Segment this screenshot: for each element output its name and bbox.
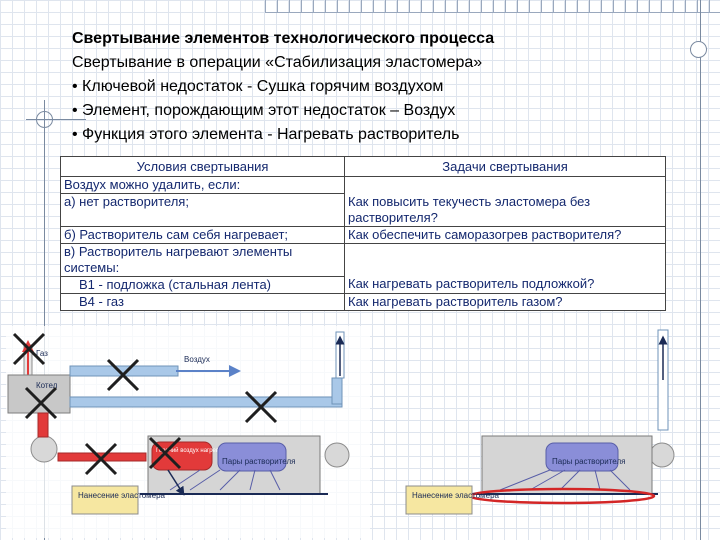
bullet-1: • Ключевой недостаток - Сушка горячим во… <box>72 78 444 95</box>
row-2-task: Как обеспечить саморазогрев растворителя… <box>344 226 666 244</box>
hot-air-duct <box>69 396 343 408</box>
row-4-condition: В1 - подложка (стальная лента) <box>60 276 345 294</box>
left-margin-ring <box>36 111 53 128</box>
cross-air <box>106 358 140 392</box>
table-row: Воздух можно удалить, если: <box>60 176 666 194</box>
applying-label: Нанесение эластомера <box>78 491 166 500</box>
bullet-3: • Функция этого элемента - Нагревать рас… <box>72 126 460 143</box>
row-5-condition: В4 - газ <box>60 293 345 311</box>
conditions-table: Условия свертывания Задачи свертывания В… <box>60 156 666 311</box>
vapor-cloud <box>217 442 287 472</box>
gas-label: Газ <box>36 349 48 358</box>
slide-subtitle: Свертывание в операции «Стабилизация эла… <box>72 54 483 71</box>
right-vapors-label: Пары растворителя <box>552 457 625 466</box>
table-row: В1 - подложка (стальная лента) Как нагре… <box>60 276 666 294</box>
right-margin-ring <box>690 41 707 58</box>
top-ruler-decoration <box>265 0 720 13</box>
row-3-condition: в) Растворитель нагревают элементы систе… <box>60 243 345 277</box>
right-vapor-cloud <box>545 442 619 472</box>
cross-marks <box>12 332 278 476</box>
table-row: б) Растворитель сам себя нагревает; Как … <box>60 226 666 244</box>
header-conditions: Условия свертывания <box>60 156 345 177</box>
vapor-lines <box>169 469 281 491</box>
bullet-2: • Элемент, порождающим этот недостаток –… <box>72 102 456 119</box>
air-label: Воздух <box>184 355 210 364</box>
boiler-label: Котел <box>36 381 58 390</box>
row-5-task: Как нагревать растворитель газом? <box>344 293 666 311</box>
cross-feed <box>84 442 118 476</box>
vapors-label: Пары растворителя <box>222 457 295 466</box>
fan-left <box>30 435 58 463</box>
cross-duct <box>244 390 278 424</box>
right-margin-line <box>700 0 701 540</box>
cross-hot-air <box>148 436 182 470</box>
table-header-row: Условия свертывания Задачи свертывания <box>60 156 666 177</box>
right-vapor-lines <box>499 469 631 491</box>
right-applicator-box <box>405 485 473 515</box>
table-row: В4 - газ Как нагревать растворитель газо… <box>60 293 666 311</box>
header-tasks: Задачи свертывания <box>344 156 666 177</box>
slide-title: Свертывание элементов технологического п… <box>72 30 495 47</box>
applicator-box <box>71 485 139 515</box>
hot-air-label: Горячий воздух нагревает растворитель <box>156 447 268 454</box>
row-0-condition: Воздух можно удалить, если: <box>60 176 345 194</box>
row-1-task: Как повысить текучесть эластомера без ра… <box>344 193 666 227</box>
cross-gas <box>12 332 46 366</box>
heat-arrow <box>167 469 185 496</box>
row-2-condition: б) Растворитель сам себя нагревает; <box>60 226 345 244</box>
cross-boiler <box>24 386 58 420</box>
riser-pipe <box>331 377 343 405</box>
table-row: в) Растворитель нагревают элементы систе… <box>60 243 666 277</box>
right-fan <box>649 442 675 468</box>
slide-text: Свертывание элементов технологического п… <box>72 27 672 147</box>
hot-air-downpipe <box>37 412 49 438</box>
left-margin-tick <box>26 119 86 120</box>
row-4-task: Как нагревать растворитель подложкой? <box>344 276 666 294</box>
right-applying-label: Нанесение эластомера <box>412 491 500 500</box>
left-process-diagram: Газ Котел Воздух Горячий воздух нагревае… <box>6 326 370 538</box>
table-row: а) нет растворителя; Как повысить текуче… <box>60 193 666 227</box>
left-margin-line <box>44 100 45 540</box>
right-process-diagram: Пары растворителя Нанесение эластомера <box>405 329 675 515</box>
fan-right <box>324 442 350 468</box>
left-diagram-backdrop <box>6 326 370 538</box>
row-3-task <box>344 243 666 276</box>
row-0-task <box>344 176 666 194</box>
row-1-condition: а) нет растворителя; <box>60 193 345 227</box>
